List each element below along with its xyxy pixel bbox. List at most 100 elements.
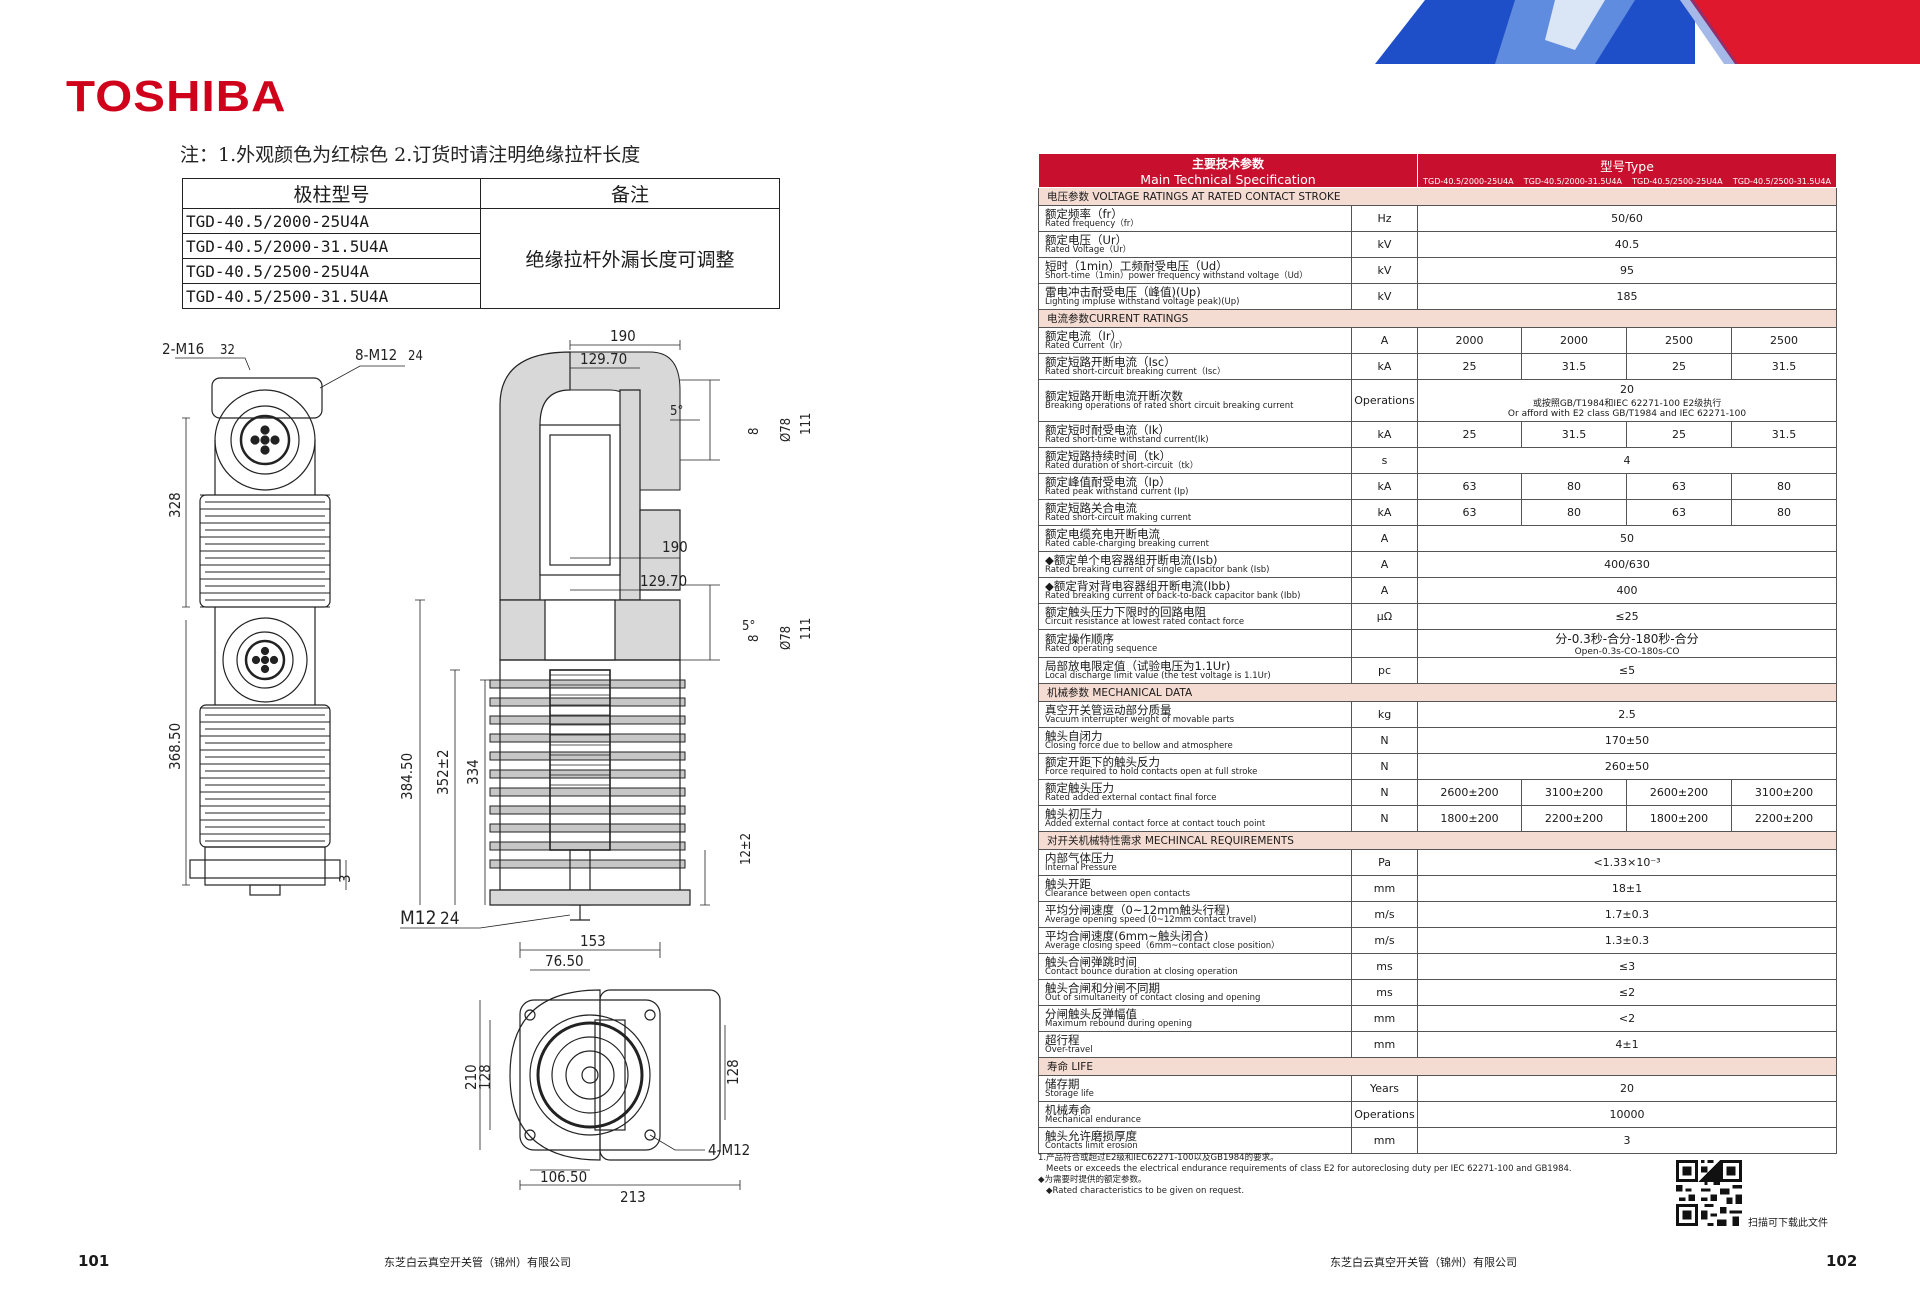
unit: N [1350,727,1419,754]
dim-front-h1: 328 [166,492,184,518]
param-en: Average opening speed (0~12mm contact tr… [1045,915,1257,926]
unit: kA [1350,499,1419,526]
footnote: Meets or exceeds the electrical enduranc… [1046,1164,1572,1174]
value: 2000 [1417,327,1523,354]
value: 2600±200 [1417,779,1523,806]
dim-sec-h1: 384.50 [398,753,416,800]
param-cn: ◆额定单个电容器组开断电流(Isb) [1045,553,1218,567]
unit: kA [1350,421,1419,448]
dim-sec-d5: Ø78 [779,626,794,650]
param-cn: 触头开距 [1045,877,1091,891]
value: 260±50 [1417,753,1838,780]
unit: A [1350,551,1419,578]
dim-bot-w4: 213 [620,1188,646,1206]
section-mechanical: 机械参数 MECHANICAL DATA [1037,683,1838,702]
type-label: 型号Type [1600,158,1654,174]
value: ≤5 [1417,657,1838,684]
param-cn: 触头允许磨损厚度 [1045,1129,1137,1143]
value: 95 [1417,257,1838,284]
dim-sec-d4: 8 [747,635,762,642]
value: 1800±200 [1417,805,1523,832]
section-view [400,340,720,929]
unit: mm [1350,875,1419,902]
value: 18±1 [1417,875,1838,902]
value: 63 [1626,499,1733,526]
value: 10000 [1417,1101,1838,1128]
label-4-m12: 4-M12 [708,1141,750,1159]
param-en: Rated added external contact final force [1045,793,1217,804]
value: 50 [1417,525,1838,552]
label-m16: 2-M16 [162,340,204,358]
param-cn: 触头自闭力 [1045,729,1103,743]
section-requirements: 对开关机械特性需求 MECHINCAL REQUIREMENTS [1037,831,1838,850]
dim-bot-h1: 210 [462,1064,480,1090]
param-en: Contact bounce duration at closing opera… [1045,967,1238,978]
unit: kV [1350,283,1419,310]
dim-sec-h2: 352±2 [434,749,452,795]
param-en: Circuit resistance at lowest rated conta… [1045,617,1245,628]
param-cn: 额定短路开断电流（Isc） [1045,355,1176,369]
param-en: Vacuum interrupter weight of movable par… [1045,715,1235,726]
dim-sec-h4: 12±2 [739,833,754,865]
dim-bot-h3: 128 [724,1059,742,1085]
param-en: Over-travel [1045,1045,1093,1056]
param-en: Lighting impluse withstand voltage peak)… [1045,297,1240,308]
value: 1800±200 [1626,805,1733,832]
value: 2500 [1626,327,1733,354]
type-col: TGD-40.5/2000-31.5U4A [1523,176,1622,186]
param-cn: 额定电压（Ur） [1045,233,1128,247]
footnote: ◆为需要时提供的额定参数。 [1038,1175,1147,1185]
value: <2 [1417,1005,1838,1032]
value: ≤25 [1417,603,1838,630]
label-m16-depth: 32 [220,343,235,358]
dim-bot-h2: 128 [476,1064,494,1090]
value: 2200±200 [1731,805,1838,832]
param-cn: 额定峰值耐受电流（Ip） [1045,475,1171,489]
value: 80 [1521,473,1628,500]
param-cn: 超行程 [1045,1033,1080,1047]
param-en: Rated short-circuit breaking current（Isc… [1045,367,1226,378]
value-note-en: Or afford with E2 class GB/T1984 and IEC… [1507,408,1747,419]
param-en: Breaking operations of rated short circu… [1045,401,1294,412]
unit: ms [1350,953,1419,980]
param-en: Local discharge limit value (the test vo… [1045,671,1271,682]
unit: Years [1350,1075,1419,1102]
param-cn: 内部气体压力 [1045,851,1114,865]
param-en: Out of simultaneity of contact closing a… [1045,993,1261,1004]
param-cn: 额定触头压力下限时的回路电阻 [1045,605,1206,619]
unit: Pa [1350,849,1419,876]
dim-sec-ang1: 5° [670,404,683,419]
value: <1.33×10⁻³ [1417,849,1838,876]
unit: Operations [1350,1101,1419,1128]
label-m12-depth: 24 [408,349,423,364]
value: 80 [1521,499,1628,526]
value: 25 [1626,421,1733,448]
company-name-right: 东芝白云真空开关管（锦州）有限公司 [1330,1256,1517,1269]
param-cn: 平均合闸速度(6mm~触头闭合) [1045,929,1209,943]
param-en: Rated short-time withstand current(Ik) [1045,435,1209,446]
param-cn: 额定频率（fr） [1045,207,1123,221]
param-cn: 局部放电限定值（试验电压为1.1Ur) [1045,659,1231,673]
param-en: Internal Pressure [1045,863,1117,874]
dim-sec-w4: 129.70 [640,572,687,590]
param-cn: 储存期 [1045,1077,1080,1091]
value: 3100±200 [1521,779,1628,806]
dim-sec-ang2: 5° [742,619,755,634]
param-en: Rated operating sequence [1045,644,1158,655]
value: 25 [1626,353,1733,380]
label-m12-thread-depth: 24 [440,909,459,929]
value: 25 [1417,353,1523,380]
value: 170±50 [1417,727,1838,754]
dim-sec-d2: Ø78 [779,418,794,442]
unit: pc [1350,657,1419,684]
value: 3 [1417,1127,1838,1154]
dim-bot-w1: 153 [580,932,606,950]
param-en: Rated Current（Ir） [1045,341,1128,352]
label-m12-thread: M12 [400,907,437,929]
param-en: Maximum rebound during opening [1045,1019,1193,1030]
value: 20 [1417,1075,1838,1102]
value: 63 [1417,473,1523,500]
section-life: 寿命 LIFE [1037,1057,1838,1076]
remark-cell: 绝缘拉杆外漏长度可调整 [480,208,780,309]
param-en: Rated frequency（fr） [1045,219,1139,230]
